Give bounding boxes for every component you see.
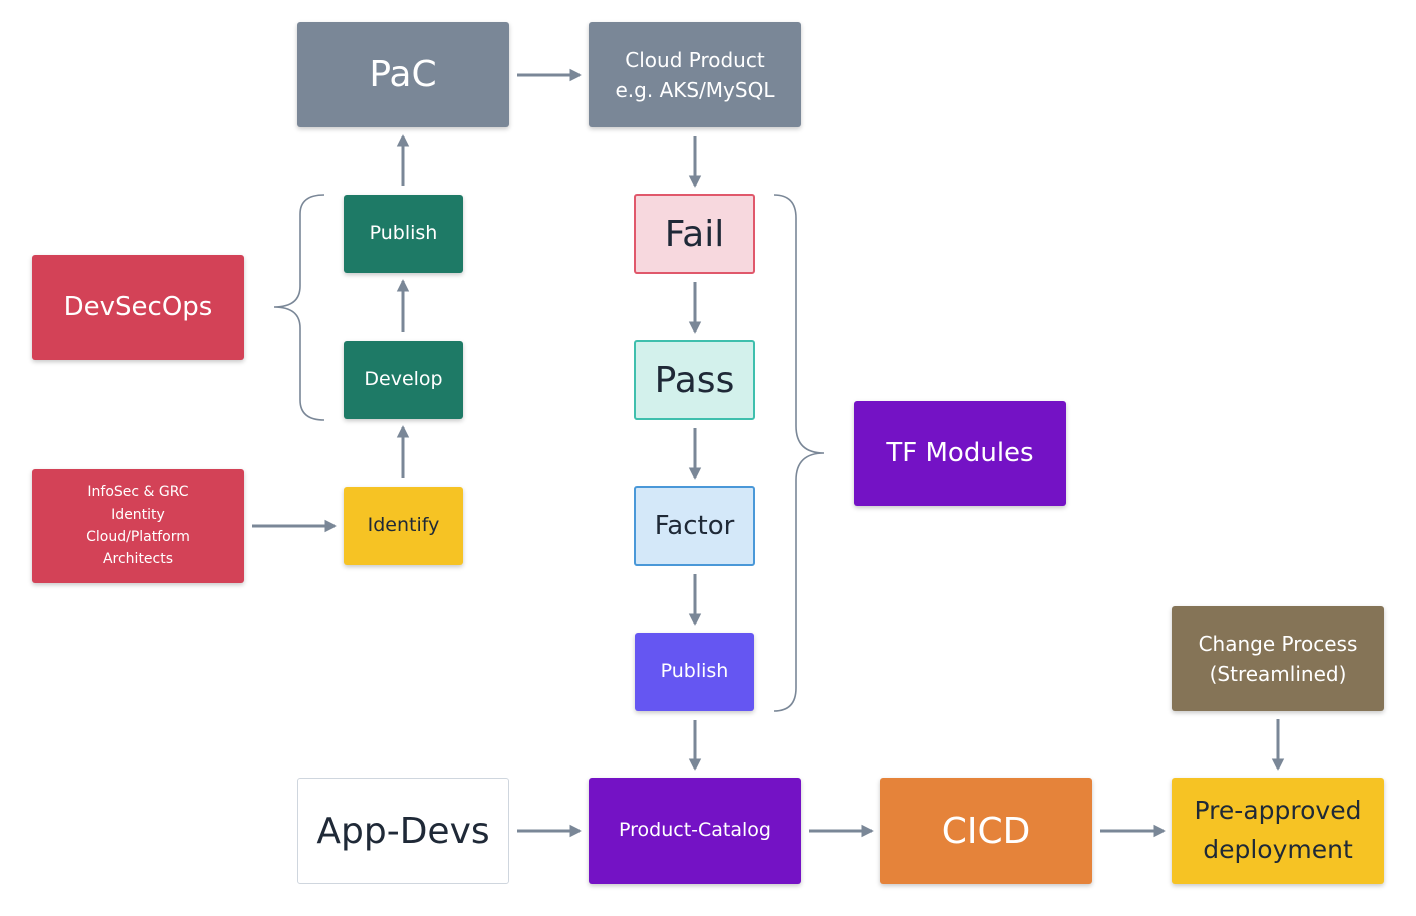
identify-label: Identify [367, 514, 440, 537]
factor-box[interactable]: Factor [634, 486, 755, 566]
tf-modules-box[interactable]: TF Modules [854, 401, 1066, 506]
change-process-label: Change Process (Streamlined) [1198, 631, 1358, 686]
app-devs-box[interactable]: App-Devs [297, 778, 509, 884]
left-curly-brace [273, 194, 325, 421]
develop-box[interactable]: Develop [344, 341, 463, 419]
identify-box[interactable]: Identify [344, 487, 463, 565]
devsecops-box[interactable]: DevSecOps [32, 255, 244, 360]
publish-policy-box[interactable]: Publish [344, 195, 463, 273]
factor-label: Factor [654, 510, 735, 541]
infosec-box[interactable]: InfoSec & GRC Identity Cloud/Platform Ar… [32, 469, 244, 583]
devsecops-label: DevSecOps [63, 292, 213, 323]
cicd-label: CICD [941, 810, 1031, 852]
change-process-box[interactable]: Change Process (Streamlined) [1172, 606, 1384, 711]
pac-label: PaC [369, 54, 437, 95]
cloud-product-label: Cloud Product e.g. AKS/MySQL [615, 47, 775, 102]
publish-module-box[interactable]: Publish [635, 633, 754, 711]
publish-module-label: Publish [660, 660, 729, 683]
publish-policy-label: Publish [369, 222, 438, 245]
pre-approved-deployment-label: Pre-approved deployment [1194, 796, 1362, 864]
cloud-product-box[interactable]: Cloud Product e.g. AKS/MySQL [589, 22, 801, 127]
right-curly-brace [773, 194, 825, 712]
pre-approved-deployment-box[interactable]: Pre-approved deployment [1172, 778, 1384, 884]
product-catalog-box[interactable]: Product-Catalog [589, 778, 801, 884]
cicd-box[interactable]: CICD [880, 778, 1092, 884]
fail-label: Fail [664, 213, 725, 255]
pass-label: Pass [654, 359, 735, 401]
fail-box[interactable]: Fail [634, 194, 755, 274]
app-devs-label: App-Devs [316, 810, 490, 852]
pass-box[interactable]: Pass [634, 340, 755, 420]
pac-box[interactable]: PaC [297, 22, 509, 127]
infosec-label: InfoSec & GRC Identity Cloud/Platform Ar… [86, 484, 190, 568]
product-catalog-label: Product-Catalog [619, 819, 771, 842]
tf-modules-label: TF Modules [886, 438, 1034, 469]
develop-label: Develop [364, 368, 443, 391]
